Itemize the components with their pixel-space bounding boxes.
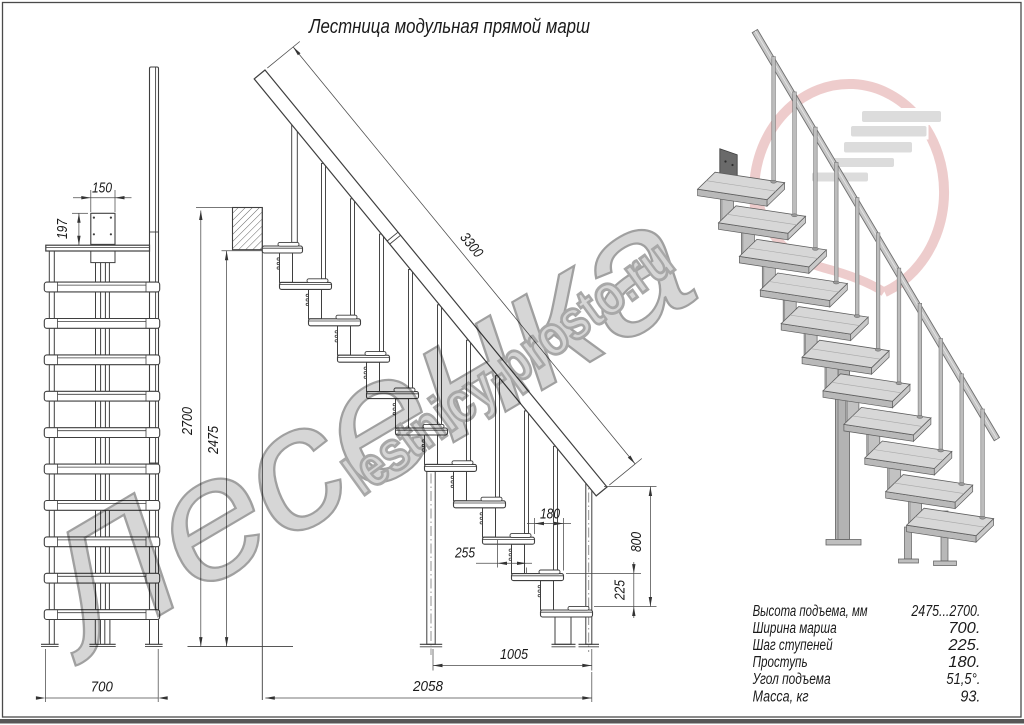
svg-text:Ширина марша: Ширина марша bbox=[753, 620, 837, 637]
svg-text:255: 255 bbox=[454, 546, 476, 562]
svg-text:700: 700 bbox=[91, 680, 113, 696]
svg-text:2700: 2700 bbox=[180, 407, 196, 436]
svg-text:93.: 93. bbox=[960, 688, 980, 705]
svg-text:Шаг ступеней: Шаг ступеней bbox=[753, 637, 833, 654]
svg-text:180.: 180. bbox=[948, 654, 980, 671]
svg-text:2475: 2475 bbox=[206, 425, 222, 455]
svg-text:Масса, кг: Масса, кг bbox=[753, 688, 809, 705]
svg-text:150: 150 bbox=[92, 181, 112, 197]
svg-text:197: 197 bbox=[55, 218, 71, 239]
svg-text:2475...2700.: 2475...2700. bbox=[911, 603, 981, 620]
svg-text:800: 800 bbox=[629, 532, 645, 552]
svg-text:Проступь: Проступь bbox=[753, 654, 808, 671]
svg-text:2058: 2058 bbox=[412, 679, 443, 695]
svg-text:700.: 700. bbox=[948, 620, 980, 637]
svg-text:1005: 1005 bbox=[500, 647, 529, 663]
svg-text:Угол подъема: Угол подъема bbox=[752, 671, 831, 688]
svg-text:180: 180 bbox=[540, 507, 560, 523]
svg-text:225: 225 bbox=[613, 579, 629, 601]
svg-text:Высота подъема, мм: Высота подъема, мм bbox=[753, 603, 868, 620]
svg-text:Лестница модульная прямой марш: Лестница модульная прямой марш bbox=[307, 15, 590, 38]
svg-text:51,5°.: 51,5°. bbox=[946, 671, 980, 688]
svg-text:225.: 225. bbox=[947, 637, 980, 654]
